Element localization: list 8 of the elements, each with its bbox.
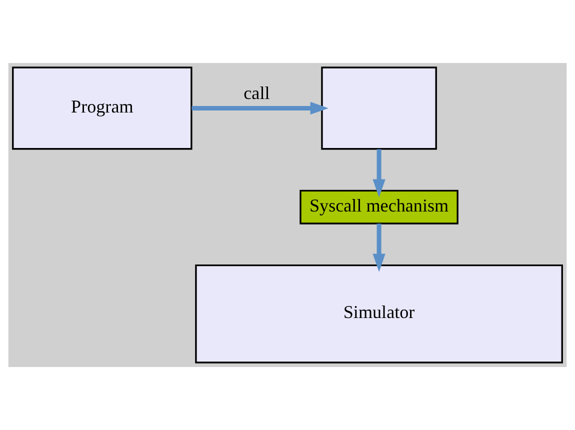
node-box	[321, 66, 437, 150]
node-box: Syscall mechanism	[300, 190, 458, 224]
arrow	[192, 102, 328, 115]
arrow	[372, 149, 386, 198]
node-box: Program	[12, 66, 192, 150]
arrow	[372, 224, 386, 272]
edge-label: call	[244, 82, 270, 103]
node-box: Simulator	[195, 264, 563, 364]
